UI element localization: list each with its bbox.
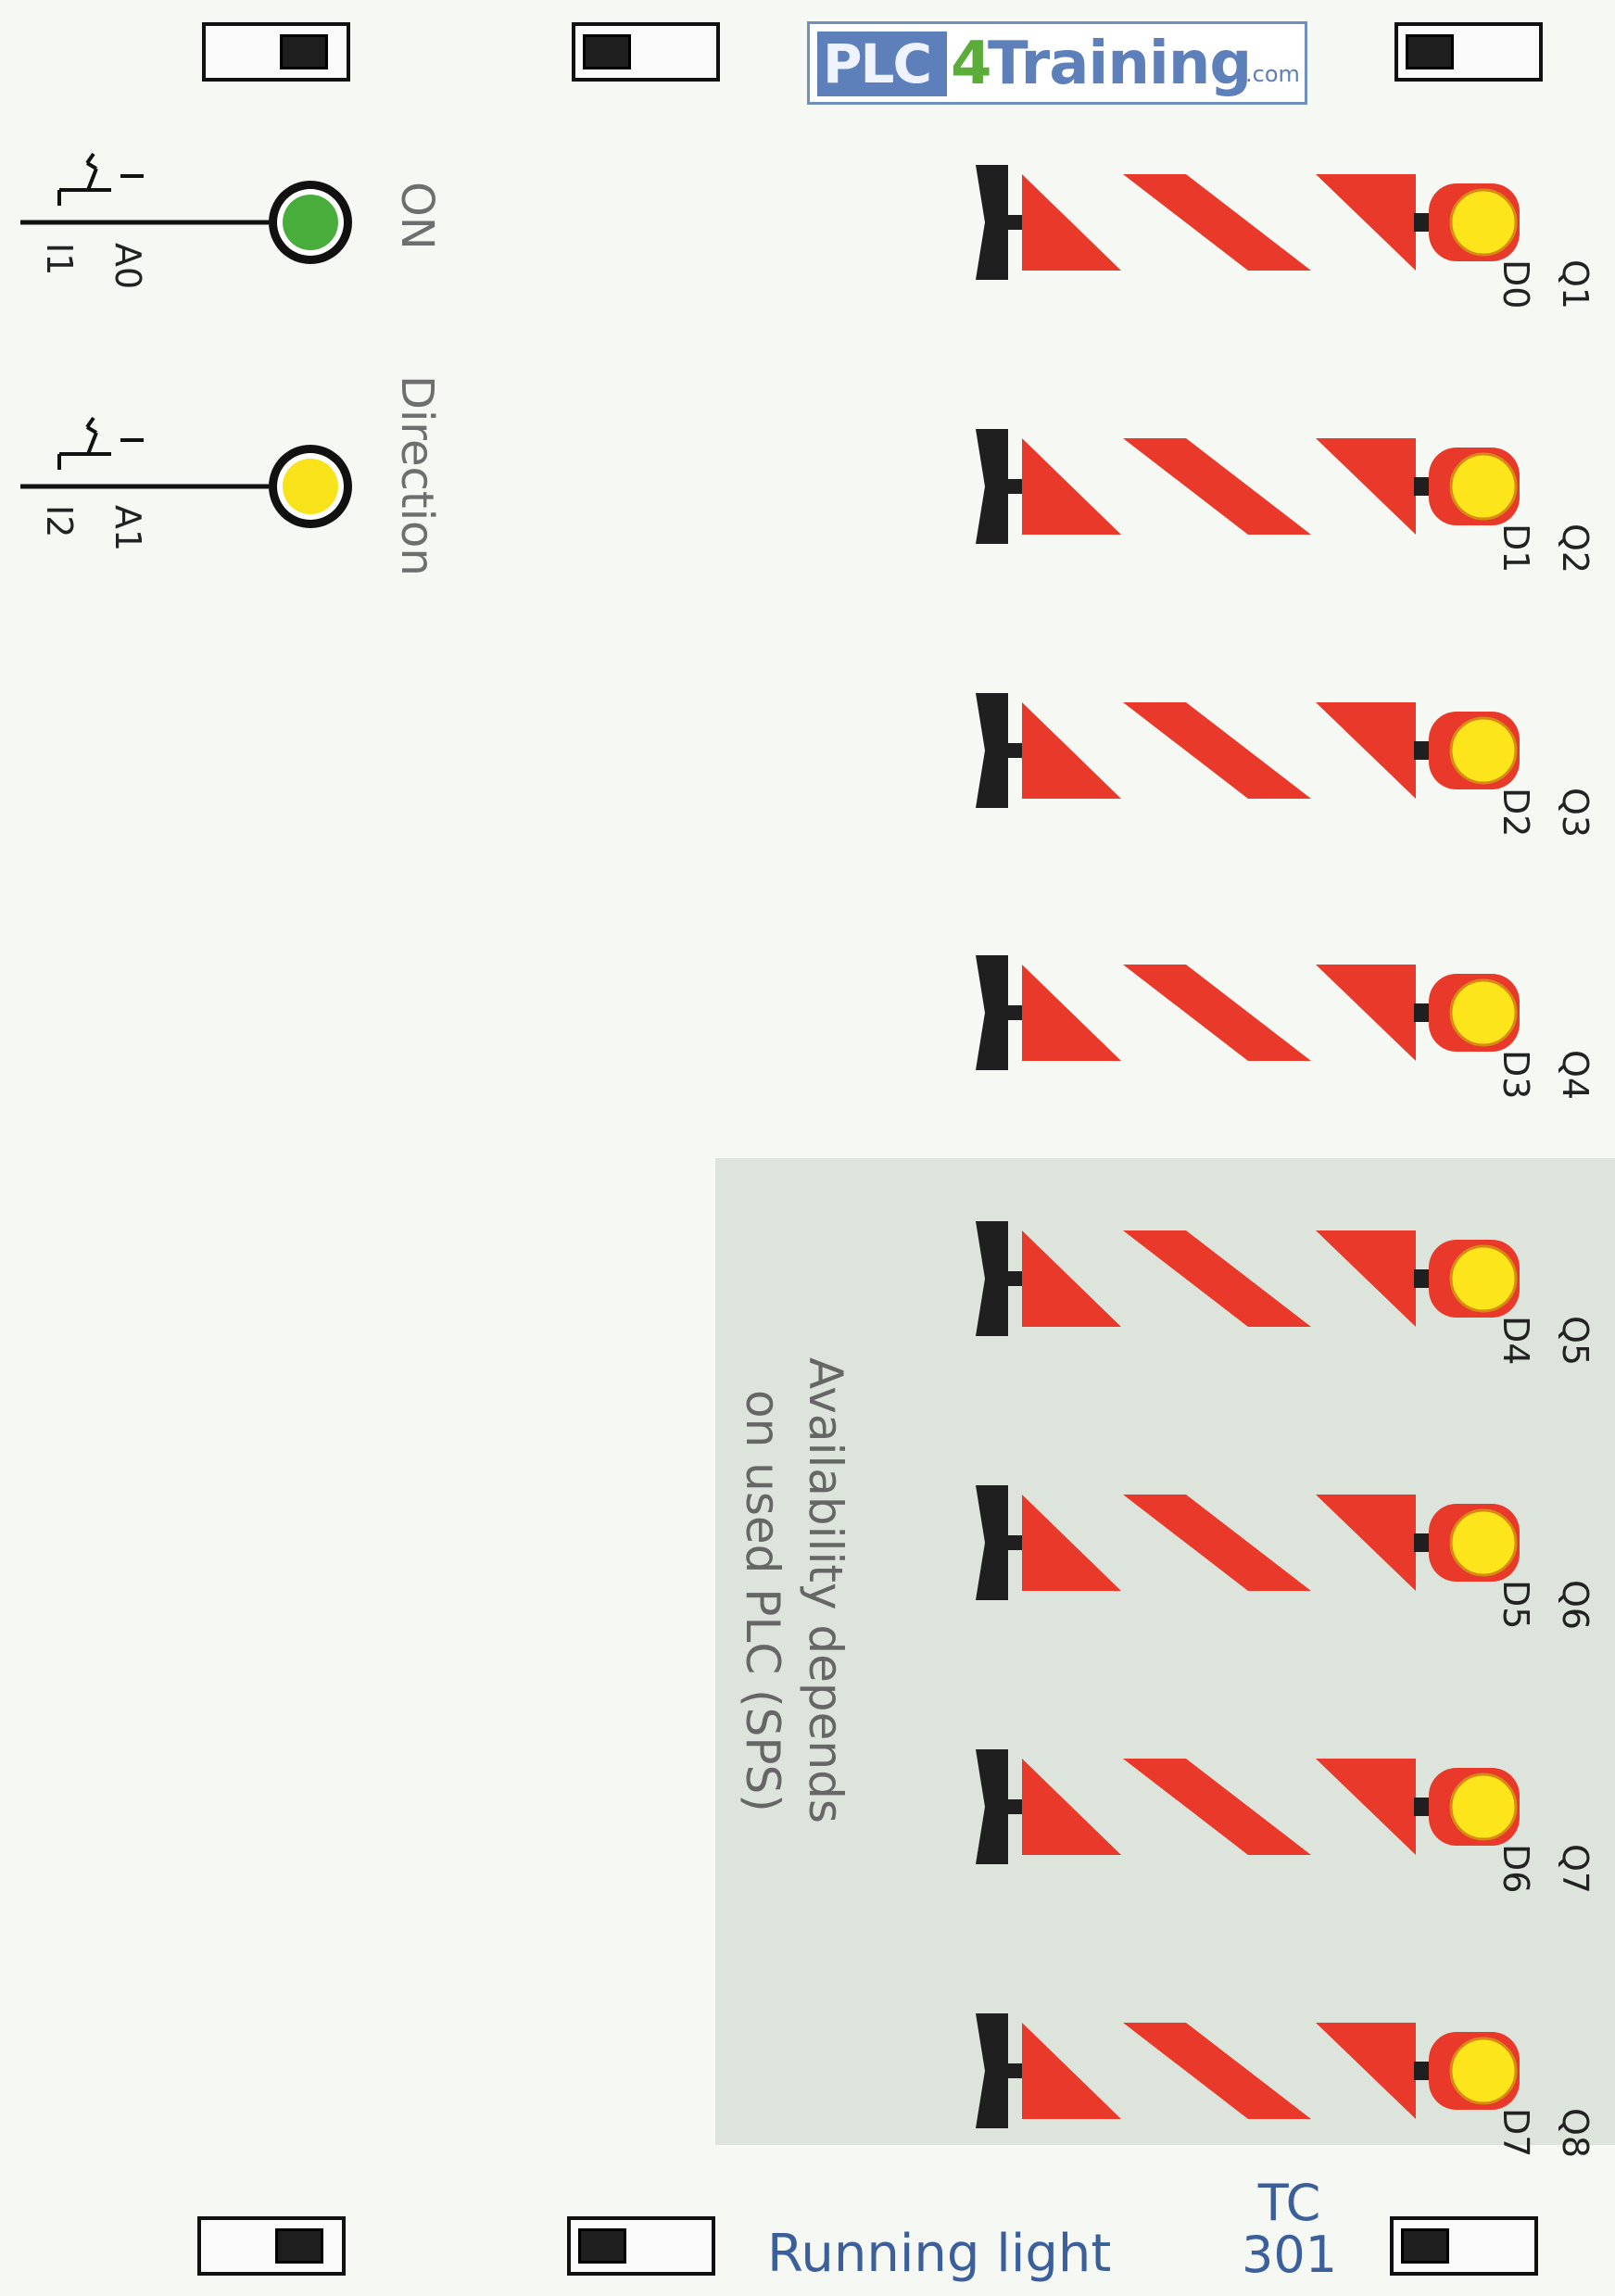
barrier-segment	[1316, 965, 1416, 1061]
barrier-segment	[1022, 1759, 1121, 1855]
barrier-signal-icon	[976, 693, 1520, 808]
barrier-segment	[1022, 174, 1121, 271]
barrier-base	[976, 1221, 1008, 1336]
barrier-segment	[1316, 1230, 1416, 1327]
brand-logo: PLC 4 Training .com	[807, 21, 1307, 105]
barrier-base	[976, 2013, 1008, 2128]
lamp-on-icon	[283, 195, 338, 250]
barrier-base	[976, 1485, 1008, 1600]
signal-address-label: D0	[1495, 259, 1536, 309]
signal-lamp-icon	[1449, 1244, 1518, 1313]
panel-code: TC 301	[1242, 2177, 1337, 2281]
logo-part-plc: PLC	[823, 32, 932, 95]
barrier-segment	[1123, 702, 1311, 799]
signal-lamp-icon	[1449, 452, 1518, 521]
barrier-segment	[1123, 1495, 1311, 1591]
barrier-segment	[1123, 1759, 1311, 1855]
input-switch-2	[20, 416, 352, 528]
barrier-segment	[1022, 1495, 1121, 1591]
logo-part-com: .com	[1245, 61, 1300, 87]
barrier-base	[976, 165, 1008, 280]
signal-address-label: D3	[1495, 1050, 1536, 1100]
barrier-segment	[1316, 438, 1416, 535]
availability-note-line1: Availability depends	[799, 1357, 852, 1823]
barrier-signal-icon	[976, 165, 1520, 280]
panel-code-line1: TC	[1257, 2174, 1321, 2232]
slot-knob	[1401, 2228, 1449, 2264]
signal-address-label: D2	[1495, 788, 1536, 838]
signal-output-label: Q5	[1555, 1316, 1596, 1367]
logo-part-4: 4	[951, 30, 992, 98]
barrier-base	[976, 693, 1008, 808]
mount-slot-top-1	[202, 22, 350, 82]
barrier-segment	[1022, 702, 1121, 799]
barrier-segment	[1316, 702, 1416, 799]
logo-part-training: Training	[988, 30, 1252, 98]
signal-address-label: D5	[1495, 1580, 1536, 1630]
signal-output-label: Q6	[1555, 1580, 1596, 1631]
barrier-signal-icon	[976, 955, 1520, 1070]
slot-knob	[578, 2228, 626, 2264]
barrier-signal-icon	[976, 1221, 1520, 1336]
barrier-base	[976, 1749, 1008, 1864]
signal-address-label: D7	[1495, 2108, 1536, 2158]
mount-slot-top-3	[1394, 22, 1543, 82]
mount-slot-top-2	[572, 22, 720, 82]
mount-slot-bottom-2	[567, 2216, 715, 2276]
mount-slot-bottom-3	[1390, 2216, 1538, 2276]
barrier-segment	[1316, 1495, 1416, 1591]
availability-note-line2: on used PLC (SPS)	[736, 1390, 789, 1812]
barrier-segment	[1022, 438, 1121, 535]
barrier-segment	[1123, 965, 1311, 1061]
barrier-segment	[1123, 174, 1311, 271]
barrier-signal-icon	[976, 429, 1520, 544]
logo-plc-box: PLC	[817, 32, 947, 96]
barrier-segment	[1123, 1230, 1311, 1327]
signal-output-label: Q4	[1555, 1050, 1596, 1101]
barrier-segment	[1123, 438, 1311, 535]
signal-lamp-icon	[1449, 716, 1518, 785]
signal-address-label: D1	[1495, 524, 1536, 574]
barrier-segment	[1316, 2023, 1416, 2119]
signal-lamp-icon	[1449, 978, 1518, 1047]
slot-knob	[280, 34, 328, 69]
slot-knob	[583, 34, 631, 69]
signal-address-label: D4	[1495, 1316, 1536, 1366]
signal-output-label: Q3	[1555, 788, 1596, 839]
barrier-segment	[1022, 965, 1121, 1061]
mount-slot-bottom-1	[197, 2216, 346, 2276]
signal-lamp-icon	[1449, 2037, 1518, 2105]
slot-knob	[1406, 34, 1454, 69]
signal-lamp-icon	[1449, 1772, 1518, 1841]
barrier-signal-icon	[976, 1749, 1520, 1864]
signal-output-label: Q7	[1555, 1844, 1596, 1895]
availability-zone	[715, 1158, 1615, 2145]
barrier-segment	[1022, 1230, 1121, 1327]
signal-output-label: Q1	[1555, 259, 1596, 310]
signal-output-label: Q8	[1555, 2108, 1596, 2159]
barrier-segment	[1022, 2023, 1121, 2119]
panel-title: Running light	[767, 2224, 1112, 2284]
barrier-segment	[1316, 174, 1416, 271]
signal-address-label: D6	[1495, 1844, 1536, 1894]
signal-lamp-icon	[1449, 188, 1518, 257]
lamp-direction-icon	[283, 459, 338, 514]
signal-output-label: Q2	[1555, 524, 1596, 574]
barrier-segment	[1316, 1759, 1416, 1855]
barrier-signal-icon	[976, 1485, 1520, 1600]
barrier-base	[976, 429, 1008, 544]
signal-lamp-icon	[1449, 1508, 1518, 1577]
input-switches	[20, 152, 352, 528]
barrier-base	[976, 955, 1008, 1070]
barrier-segment	[1123, 2023, 1311, 2119]
barrier-signal-icon	[976, 2013, 1520, 2128]
panel-code-line2: 301	[1242, 2226, 1338, 2284]
input-switch-1	[20, 152, 352, 264]
slot-knob	[275, 2228, 323, 2264]
